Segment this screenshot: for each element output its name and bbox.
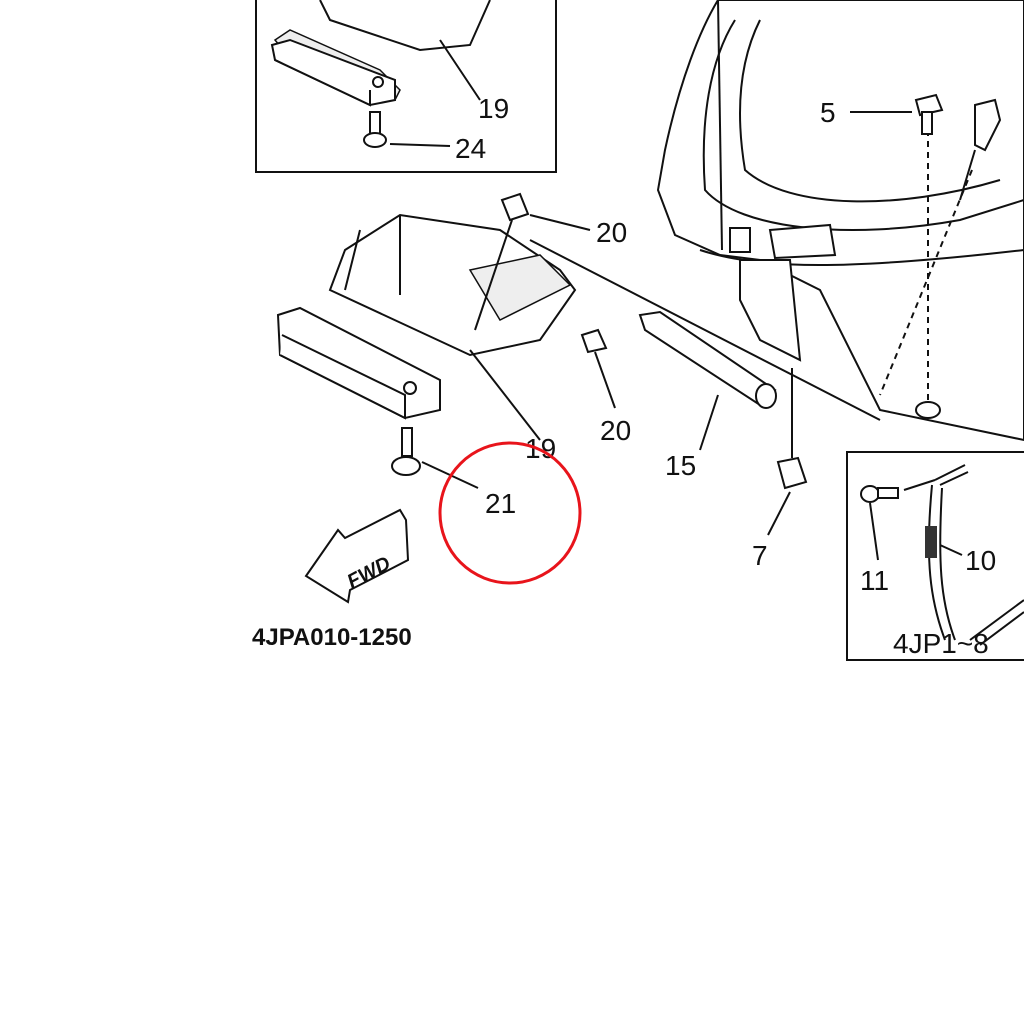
highlight-circle (438, 441, 582, 585)
bolt-21 (391, 427, 421, 476)
figure-code: 4JPA010-1250 (252, 624, 412, 651)
inset-code: 4JP1~8 (893, 628, 989, 659)
callout-24: 24 (455, 133, 486, 164)
fwd-arrow-icon: FWD (304, 508, 410, 604)
callout-11: 11 (860, 565, 889, 596)
callout-21: 21 (485, 488, 516, 519)
part-15-tube: 15 (638, 310, 777, 481)
bracket-assembly: 19 20 20 21 (276, 192, 631, 519)
bolt-24 (363, 111, 387, 148)
inset-top-left: 19 24 (255, 0, 557, 173)
callout-20-b: 20 (600, 415, 631, 446)
bottom-cowling: 5 (529, 0, 1024, 442)
callout-20-a: 20 (596, 217, 627, 248)
part-7-nut: 7 (752, 368, 808, 571)
callout-15: 15 (665, 450, 696, 481)
callout-19-top: 19 (478, 93, 509, 124)
bolt-5 (914, 93, 944, 135)
callout-10: 10 (965, 545, 996, 576)
callout-5: 5 (820, 97, 836, 128)
inset-bottom-right: 11 10 4JP1~8 (846, 451, 1024, 661)
callout-7: 7 (752, 540, 768, 571)
